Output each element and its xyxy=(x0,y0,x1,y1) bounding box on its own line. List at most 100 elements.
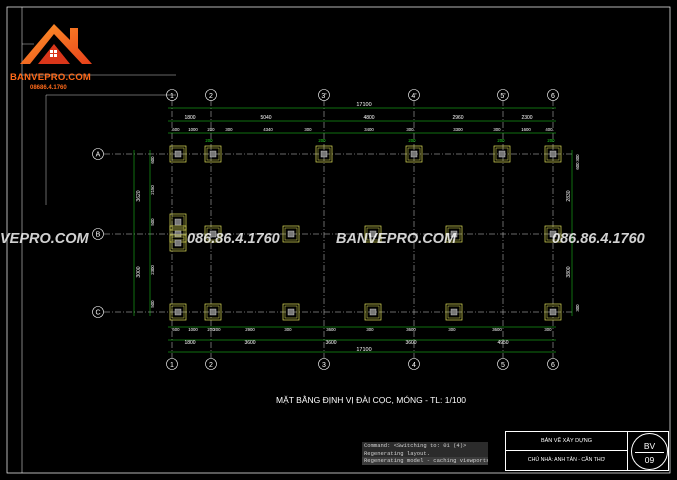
dim-main-bottom: 3600 xyxy=(325,340,336,346)
dim-detail-top: 1600 xyxy=(521,127,531,132)
dim-detail-bottom: 3600 xyxy=(492,327,502,332)
pile xyxy=(320,150,328,158)
pile-cap-inner xyxy=(447,227,461,241)
dim-right-inner: 600 xyxy=(575,162,580,170)
pile-cap xyxy=(493,145,511,163)
grid-bubble-label: 5' xyxy=(500,93,505,100)
pile xyxy=(549,230,557,238)
pile-cap-inner xyxy=(206,147,220,161)
pile-cap-inner xyxy=(447,305,461,319)
pile-cap-inner xyxy=(317,147,331,161)
dim-detail-bottom: 300 xyxy=(284,327,292,332)
dim-detail-bottom: 600 xyxy=(172,327,180,332)
dim-main-top: 1800 xyxy=(184,115,195,121)
grid-bubble-label: C xyxy=(95,310,100,317)
pile-cap xyxy=(169,145,187,163)
pile-cap xyxy=(169,234,187,252)
dim-left-outer: 3000 xyxy=(136,266,142,277)
dim-main-top: 4800 xyxy=(363,115,374,121)
grid-bubble-label: 4 xyxy=(412,362,416,369)
grid-bubble xyxy=(408,89,420,101)
title-block-owner: CHỦ NHÀ: ANH TÂN - CẦN THƠ xyxy=(506,451,628,470)
pile-cap xyxy=(544,145,562,163)
dim-main-top: 2960 xyxy=(452,115,463,121)
sheet-divider xyxy=(635,452,664,453)
pile-cap xyxy=(364,303,382,321)
brand-logo xyxy=(8,10,104,98)
house-logo-icon xyxy=(20,24,92,64)
grid-bubble-label: 6 xyxy=(551,93,555,100)
dim-detail-bottom: 200 xyxy=(207,327,215,332)
dim-left-inner: 500 xyxy=(150,300,155,308)
pile xyxy=(410,150,418,158)
pile xyxy=(369,308,377,316)
title-block: BẢN VẼ XÂY DỰNG CHỦ NHÀ: ANH TÂN - CẦN T… xyxy=(505,431,669,471)
pile-cap-inner xyxy=(284,227,298,241)
pile-cap xyxy=(204,145,222,163)
dim-small-top: 200 xyxy=(497,138,505,143)
pile xyxy=(209,308,217,316)
grid-bubble xyxy=(497,358,509,370)
grid-bubble xyxy=(92,148,104,160)
pile xyxy=(209,230,217,238)
pile xyxy=(174,218,182,226)
pile-cap-inner xyxy=(366,227,380,241)
dim-main-bottom: 4950 xyxy=(497,340,508,346)
grid-bubble-label: 2 xyxy=(209,362,213,369)
dim-main-bottom: 3600 xyxy=(405,340,416,346)
pile-cap-inner xyxy=(171,236,185,250)
dim-detail-top: 200 xyxy=(207,127,215,132)
footings xyxy=(169,145,562,321)
grid-bubble-label: 4' xyxy=(411,93,416,100)
watermark-site-left: VEPRO.COM xyxy=(0,231,89,247)
grid-bubble xyxy=(166,358,178,370)
dim-main-top: 5040 xyxy=(260,115,271,121)
pile-cap xyxy=(364,225,382,243)
dim-main-bottom: 1800 xyxy=(184,340,195,346)
dim-left-inner: 2150 xyxy=(150,185,155,195)
pile xyxy=(174,239,182,247)
pile xyxy=(549,308,557,316)
dim-right-inner: 300 xyxy=(575,154,580,162)
dim-detail-top: 1000 xyxy=(188,127,198,132)
pile-cap xyxy=(445,225,463,243)
sheet-number-circle: BV 09 xyxy=(631,433,668,470)
dim-left-inner: 2300 xyxy=(150,265,155,275)
grid-bubble xyxy=(205,358,217,370)
pile-cap-inner xyxy=(366,305,380,319)
pile-cap-inner xyxy=(171,147,185,161)
pile-cap xyxy=(445,303,463,321)
pile xyxy=(174,230,182,238)
pile-cap xyxy=(405,145,423,163)
grid-bubble xyxy=(408,358,420,370)
grid-bubble-label: 2 xyxy=(209,93,213,100)
grid-bubble-label: 1 xyxy=(170,362,174,369)
grid-bubble xyxy=(497,89,509,101)
pile-cap-inner xyxy=(546,305,560,319)
pile-cap-inner xyxy=(206,305,220,319)
dim-left-outer: 3620 xyxy=(136,190,142,201)
grid-bubble-label: 6 xyxy=(551,362,555,369)
grid-bubble-label: A xyxy=(96,152,101,159)
drawing-title: MẶT BẰNG ĐỊNH VỊ ĐÀI CỌC, MÓNG - TL: 1/1… xyxy=(276,395,467,405)
dim-main-bottom: 3600 xyxy=(244,340,255,346)
dim-left-inner: 600 xyxy=(150,156,155,164)
grid-bubble-label: 5 xyxy=(501,362,505,369)
grid-bubble xyxy=(92,228,104,240)
pile-cap xyxy=(204,303,222,321)
command-line-panel[interactable]: Command: <Switching to: 01 (4)> Regenera… xyxy=(362,442,488,465)
pile-cap xyxy=(544,303,562,321)
sheet-border xyxy=(6,6,671,474)
dim-detail-top: 4340 xyxy=(263,127,273,132)
grid-bubble-label: B xyxy=(96,232,101,239)
pile-cap xyxy=(282,303,300,321)
dim-right-inner: 300 xyxy=(575,304,580,312)
grid-bubble-label: 1 xyxy=(170,93,174,100)
grid-bubble xyxy=(92,306,104,318)
pile-cap-inner xyxy=(546,147,560,161)
dim-detail-bottom: 2900 xyxy=(245,327,255,332)
pile-cap xyxy=(204,225,222,243)
command-line-entry: Regenerating layout. xyxy=(364,449,431,457)
